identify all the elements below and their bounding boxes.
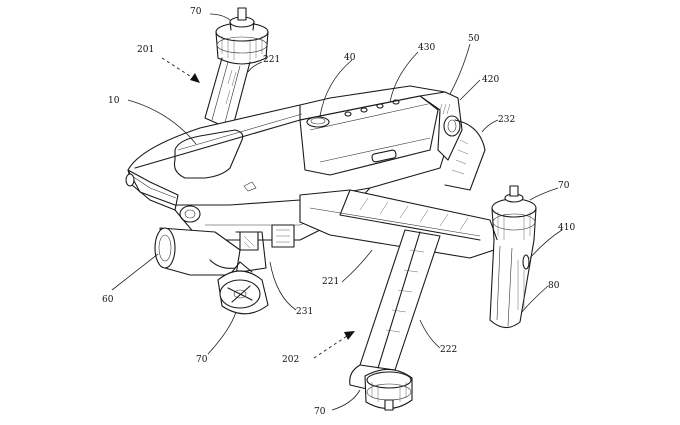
- leader-lines: [111, 13, 563, 411]
- label-70-top: 70: [190, 7, 202, 17]
- label-60: 60: [102, 295, 114, 305]
- label-410: 410: [558, 223, 575, 233]
- rear-lower-arm: [349, 229, 441, 393]
- bottom-left-propeller-motor: [217, 261, 269, 315]
- label-232: 232: [498, 115, 515, 125]
- arrow-201: [161, 57, 200, 83]
- label-221-mid: 221: [322, 277, 339, 287]
- right-propeller-motor: [491, 185, 537, 247]
- drone-body: [125, 85, 486, 241]
- label-221-top: 221: [263, 55, 280, 65]
- label-202: 202: [282, 355, 299, 365]
- bottom-propeller-motor: [364, 368, 413, 411]
- arrow-202: [313, 331, 355, 359]
- right-leg: [489, 239, 535, 329]
- label-70-bottom-left: 70: [196, 355, 208, 365]
- label-70-bottom: 70: [314, 407, 326, 417]
- gimbal-camera: [154, 224, 295, 276]
- top-left-propeller-motor: [215, 7, 269, 65]
- label-420: 420: [482, 75, 499, 85]
- label-70-right: 70: [558, 181, 570, 191]
- label-201: 201: [137, 45, 154, 55]
- label-10: 10: [108, 96, 120, 106]
- label-80: 80: [548, 281, 560, 291]
- reference-labels: 70 201 221 40 430 50 420 10 232 70 410 8…: [102, 7, 575, 417]
- right-front-arm: [299, 189, 501, 259]
- label-40: 40: [344, 53, 356, 63]
- label-430: 430: [418, 43, 435, 53]
- label-50: 50: [468, 34, 480, 44]
- label-222: 222: [440, 345, 457, 355]
- label-231: 231: [296, 307, 313, 317]
